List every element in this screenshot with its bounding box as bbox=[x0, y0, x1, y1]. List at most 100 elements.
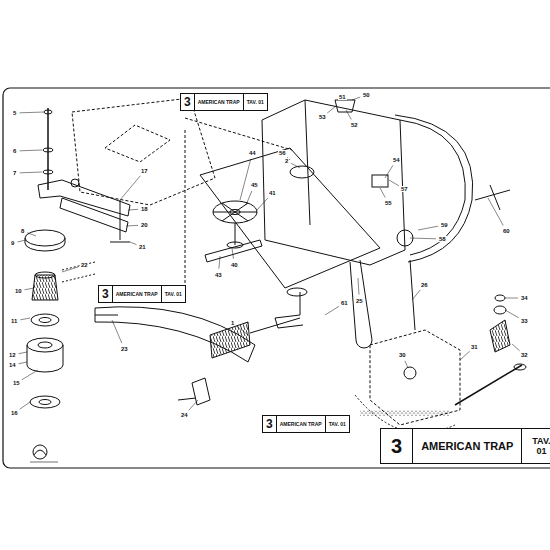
sheet-number: TAV. 01 bbox=[521, 429, 550, 463]
callout-number: 44 bbox=[248, 150, 257, 156]
callout-number: 32 bbox=[520, 352, 529, 358]
callout-number: 34 bbox=[520, 295, 529, 301]
callout-number: 40 bbox=[230, 262, 239, 268]
callout-number: 9 bbox=[10, 240, 15, 246]
callout-number: 6 bbox=[12, 148, 17, 154]
assembly-name: AMERICAN TRAP bbox=[194, 94, 243, 110]
leader-line bbox=[20, 112, 44, 114]
callout-number: 20 bbox=[140, 222, 149, 228]
table-number: 3 bbox=[263, 416, 276, 432]
callout-number: 18 bbox=[140, 206, 149, 212]
leader-line bbox=[130, 242, 136, 245]
callout-number: 30 bbox=[398, 352, 407, 358]
leader-line bbox=[380, 188, 385, 197]
callout-number: 54 bbox=[392, 157, 401, 163]
table-number: 3 bbox=[181, 94, 194, 110]
callout-number: 1 bbox=[230, 320, 235, 326]
callout-number: 24 bbox=[180, 412, 189, 418]
leader-line bbox=[246, 191, 252, 205]
callout-number: 60 bbox=[502, 228, 511, 234]
leader-line bbox=[232, 248, 233, 259]
leader-line bbox=[27, 233, 36, 236]
leader-line bbox=[126, 225, 138, 227]
assembly-name: AMERICAN TRAP bbox=[112, 286, 161, 302]
callout-number: 26 bbox=[420, 282, 429, 288]
leader-line bbox=[327, 106, 336, 113]
callout-number: 33 bbox=[520, 318, 529, 324]
callout-number: 50 bbox=[362, 92, 371, 98]
callout-number: 58 bbox=[438, 236, 447, 242]
leader-line bbox=[20, 402, 30, 409]
callout-number: 61 bbox=[340, 300, 349, 306]
sheet-number: TAV. 01 bbox=[161, 286, 185, 302]
callout-number: 5 bbox=[12, 110, 17, 116]
leader-line bbox=[19, 362, 27, 364]
callout-number: 2 bbox=[284, 158, 289, 164]
assembly-name: AMERICAN TRAP bbox=[276, 416, 325, 432]
leader-line bbox=[418, 226, 438, 230]
callout-number: 22 bbox=[80, 262, 89, 268]
callout-number: 41 bbox=[268, 190, 277, 196]
leader-line bbox=[112, 320, 122, 343]
callout-number: 31 bbox=[470, 344, 479, 350]
callout-number: 8 bbox=[20, 228, 25, 234]
leader-line bbox=[346, 110, 351, 119]
leader-line bbox=[410, 238, 436, 240]
leader-line bbox=[189, 400, 198, 410]
callout-number: 14 bbox=[8, 362, 17, 368]
callout-number: 16 bbox=[10, 410, 19, 416]
leader-line bbox=[325, 306, 339, 315]
callout-number: 25 bbox=[355, 298, 364, 304]
callout-number: 53 bbox=[318, 114, 327, 120]
leader-line bbox=[352, 97, 360, 100]
leader-line bbox=[20, 150, 42, 152]
leader-line bbox=[389, 180, 399, 186]
leader-line bbox=[505, 298, 518, 299]
leader-line bbox=[18, 240, 26, 242]
callout-number: 57 bbox=[400, 186, 409, 192]
leader-line bbox=[385, 165, 393, 178]
leader-line bbox=[460, 351, 470, 360]
leader-line bbox=[120, 176, 140, 200]
table-number: 3 bbox=[99, 286, 112, 302]
sheet-reference-box: 3AMERICAN TRAPTAV. 01 bbox=[262, 415, 350, 433]
title-block: 3AMERICAN TRAPTAV. 01 bbox=[380, 428, 550, 464]
callout-number: 21 bbox=[138, 244, 147, 250]
callout-number: 52 bbox=[350, 122, 359, 128]
callout-number: 17 bbox=[140, 168, 149, 174]
callout-number: 10 bbox=[14, 288, 23, 294]
leader-line bbox=[505, 310, 519, 318]
sheet-number: TAV. 01 bbox=[243, 94, 267, 110]
leader-line bbox=[412, 290, 420, 300]
callout-number: 51 bbox=[338, 94, 347, 100]
sheet-reference-box: 3AMERICAN TRAPTAV. 01 bbox=[180, 93, 268, 111]
callout-number: 45 bbox=[250, 182, 259, 188]
callout-number: 55 bbox=[384, 200, 393, 206]
leader-line bbox=[488, 198, 503, 225]
leader-line bbox=[512, 344, 520, 351]
sheet-number: TAV. 01 bbox=[325, 416, 349, 432]
sheet-reference-box: 3AMERICAN TRAPTAV. 01 bbox=[98, 285, 186, 303]
callout-number: 56 bbox=[278, 150, 287, 156]
leader-line bbox=[25, 288, 34, 290]
callout-number: 23 bbox=[120, 346, 129, 352]
table-number: 3 bbox=[381, 429, 412, 463]
leader-line bbox=[405, 361, 408, 368]
leader-line bbox=[237, 326, 248, 335]
leader-line bbox=[20, 172, 42, 174]
callout-number: 12 bbox=[8, 352, 17, 358]
assembly-name: AMERICAN TRAP bbox=[412, 429, 521, 463]
leader-line bbox=[62, 267, 78, 272]
leader-line bbox=[128, 209, 138, 211]
callout-number: 7 bbox=[12, 170, 17, 176]
leader-line bbox=[291, 163, 300, 168]
callout-number: 11 bbox=[10, 318, 18, 324]
leader-line bbox=[19, 352, 27, 354]
leader-line bbox=[257, 198, 268, 210]
leader-line bbox=[240, 159, 251, 200]
callout-number: 43 bbox=[214, 272, 223, 278]
leader-line bbox=[358, 278, 360, 295]
callout-number: 59 bbox=[440, 222, 449, 228]
leader-line bbox=[20, 318, 30, 320]
